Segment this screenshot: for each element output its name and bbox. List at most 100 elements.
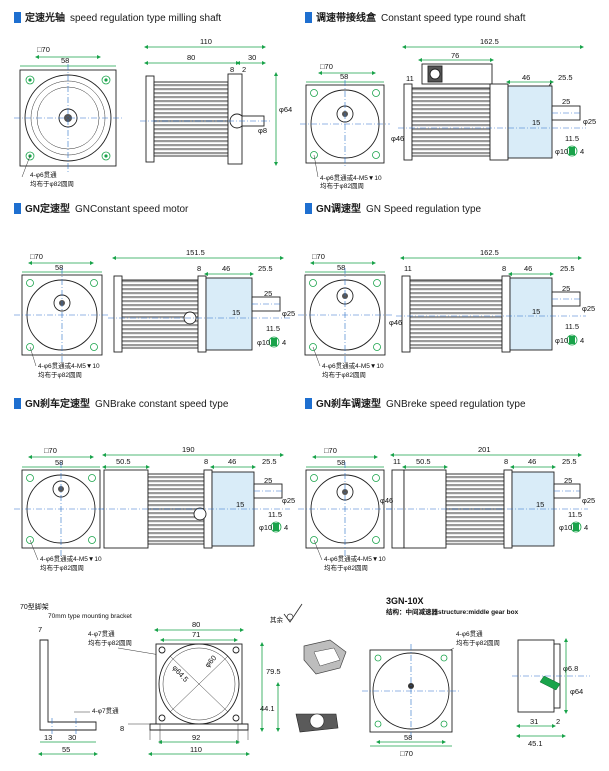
svg-text:11: 11	[393, 457, 401, 466]
bracket-iso-images	[295, 639, 347, 733]
svg-text:162.5: 162.5	[480, 248, 499, 257]
svg-text:4-φ6贯通或4-M5▼10: 4-φ6贯通或4-M5▼10	[324, 554, 386, 563]
svg-text:φ10: φ10	[555, 336, 568, 345]
gearbox-front-view: 4-φ6贯通 均布于φ82圆周 58 □70	[362, 629, 500, 758]
bracket-front-view: 80 71 4-φ7贯通 均布于φ82圆周 φ64.5 φ60 92 110 7…	[88, 620, 281, 756]
svg-text:11: 11	[404, 264, 412, 273]
gearbox-title: 3GN-10X 结构：中间减速器structure:middle gear bo…	[386, 596, 519, 616]
svg-text:φ8: φ8	[258, 126, 267, 135]
svg-text:25.5: 25.5	[262, 457, 277, 466]
svg-text:4: 4	[282, 338, 286, 347]
svg-text:均布于φ82圆周: 均布于φ82圆周	[88, 638, 132, 647]
svg-text:11.5: 11.5	[565, 134, 579, 143]
bracket-title: 70型脚架 70mm type mounting bracket	[20, 602, 132, 620]
svg-text:70型脚架: 70型脚架	[20, 602, 49, 611]
svg-text:8: 8	[204, 457, 208, 466]
svg-text:58: 58	[337, 458, 345, 467]
svg-text:110: 110	[200, 37, 212, 46]
svg-text:4-φ6贯通或4-M5▼10: 4-φ6贯通或4-M5▼10	[322, 361, 384, 370]
svg-text:46: 46	[524, 264, 532, 273]
svg-text:φ10: φ10	[259, 523, 272, 532]
svg-text:8: 8	[504, 457, 508, 466]
svg-text:70mm type mounting bracket: 70mm type mounting bracket	[48, 613, 132, 620]
d5-side-view: 190 50.5 8 46 25.5 25 15 φ25 11.5 φ10 4	[98, 445, 295, 549]
d3-mount-holes	[26, 279, 98, 351]
svg-text:25.5: 25.5	[258, 264, 273, 273]
svg-text:25: 25	[564, 476, 572, 485]
svg-text:φ25: φ25	[282, 496, 295, 505]
svg-text:11.5: 11.5	[565, 322, 579, 331]
d3-side-view: 151.5 8 46 25.5 25 15 φ25 11.5 φ10 4	[108, 248, 295, 353]
svg-text:φ64: φ64	[279, 105, 292, 114]
svg-text:φ10: φ10	[559, 523, 572, 532]
svg-text:8: 8	[230, 65, 234, 74]
svg-text:均布于φ82圆周: 均布于φ82圆周	[30, 179, 74, 188]
d1-front-view: □70 58 4-φ6贯通 均布于φ82圆周	[14, 45, 122, 188]
svg-text:4: 4	[580, 147, 584, 156]
svg-text:□70: □70	[324, 446, 337, 455]
surface-finish-symbol: 其余	[270, 603, 303, 624]
svg-text:13: 13	[44, 733, 52, 742]
svg-text:φ6.8: φ6.8	[563, 664, 578, 673]
svg-text:15: 15	[532, 118, 540, 127]
svg-text:φ25: φ25	[582, 304, 595, 313]
svg-text:11.5: 11.5	[266, 324, 280, 333]
svg-text:其余: 其余	[270, 615, 284, 624]
svg-text:11.5: 11.5	[568, 510, 582, 519]
svg-text:31: 31	[530, 717, 538, 726]
svg-text:均布于φ82圆周: 均布于φ82圆周	[324, 563, 368, 572]
svg-text:均布于φ82圆周: 均布于φ82圆周	[40, 563, 84, 572]
svg-text:55: 55	[62, 745, 70, 754]
svg-text:92: 92	[192, 733, 200, 742]
d6-side-view: 201 11 50.5 8 46 25.5 25 15 φ46 φ25 11.5…	[380, 445, 595, 549]
svg-text:4: 4	[580, 336, 584, 345]
svg-text:58: 58	[61, 56, 69, 65]
svg-text:50.5: 50.5	[116, 457, 131, 466]
svg-text:φ25: φ25	[582, 496, 595, 505]
svg-text:均布于φ82圆周: 均布于φ82圆周	[456, 638, 500, 647]
svg-text:151.5: 151.5	[186, 248, 205, 257]
svg-text:□70: □70	[37, 45, 50, 54]
svg-text:50.5: 50.5	[416, 457, 431, 466]
d4-front-view: □70 58 4-φ6贯通或4-M5▼10 均布于φ82圆周	[298, 252, 392, 379]
d5-mount-holes	[26, 474, 96, 544]
d5-front-view: □70 58 4-φ6贯通或4-M5▼10 均布于φ82圆周	[14, 446, 108, 572]
svg-text:11.5: 11.5	[268, 510, 282, 519]
svg-text:25: 25	[264, 476, 272, 485]
svg-text:30: 30	[248, 53, 256, 62]
svg-text:□70: □70	[30, 252, 43, 261]
d1-side-view: 110 80 30 8 2 φ64 φ8	[140, 37, 292, 166]
svg-text:□70: □70	[312, 252, 325, 261]
svg-text:均布于φ82圆周: 均布于φ82圆周	[322, 370, 366, 379]
svg-text:2: 2	[242, 65, 246, 74]
svg-text:46: 46	[528, 457, 536, 466]
svg-text:45.1: 45.1	[528, 739, 543, 748]
svg-text:8: 8	[120, 724, 124, 733]
svg-text:4-φ6贯通或4-M5▼10: 4-φ6贯通或4-M5▼10	[40, 554, 102, 563]
svg-text:φ25: φ25	[282, 309, 295, 318]
d2-front-view: □70 58 4-φ6贯通或4-M5▼10 均布于φ82圆周	[300, 62, 390, 190]
svg-text:□70: □70	[400, 749, 413, 758]
svg-text:2: 2	[556, 717, 560, 726]
svg-text:4: 4	[284, 523, 288, 532]
svg-text:46: 46	[522, 73, 530, 82]
svg-text:4-φ6贯通: 4-φ6贯通	[456, 629, 483, 638]
svg-text:58: 58	[337, 263, 345, 272]
svg-text:15: 15	[236, 500, 244, 509]
svg-text:80: 80	[192, 620, 200, 629]
d4-side-view: 162.5 11 8 46 25.5 25 15 φ46 φ25 11.5 φ1…	[389, 248, 595, 353]
svg-text:25.5: 25.5	[562, 457, 577, 466]
svg-text:162.5: 162.5	[480, 37, 499, 46]
svg-text:15: 15	[532, 307, 540, 316]
svg-text:8: 8	[502, 264, 506, 273]
